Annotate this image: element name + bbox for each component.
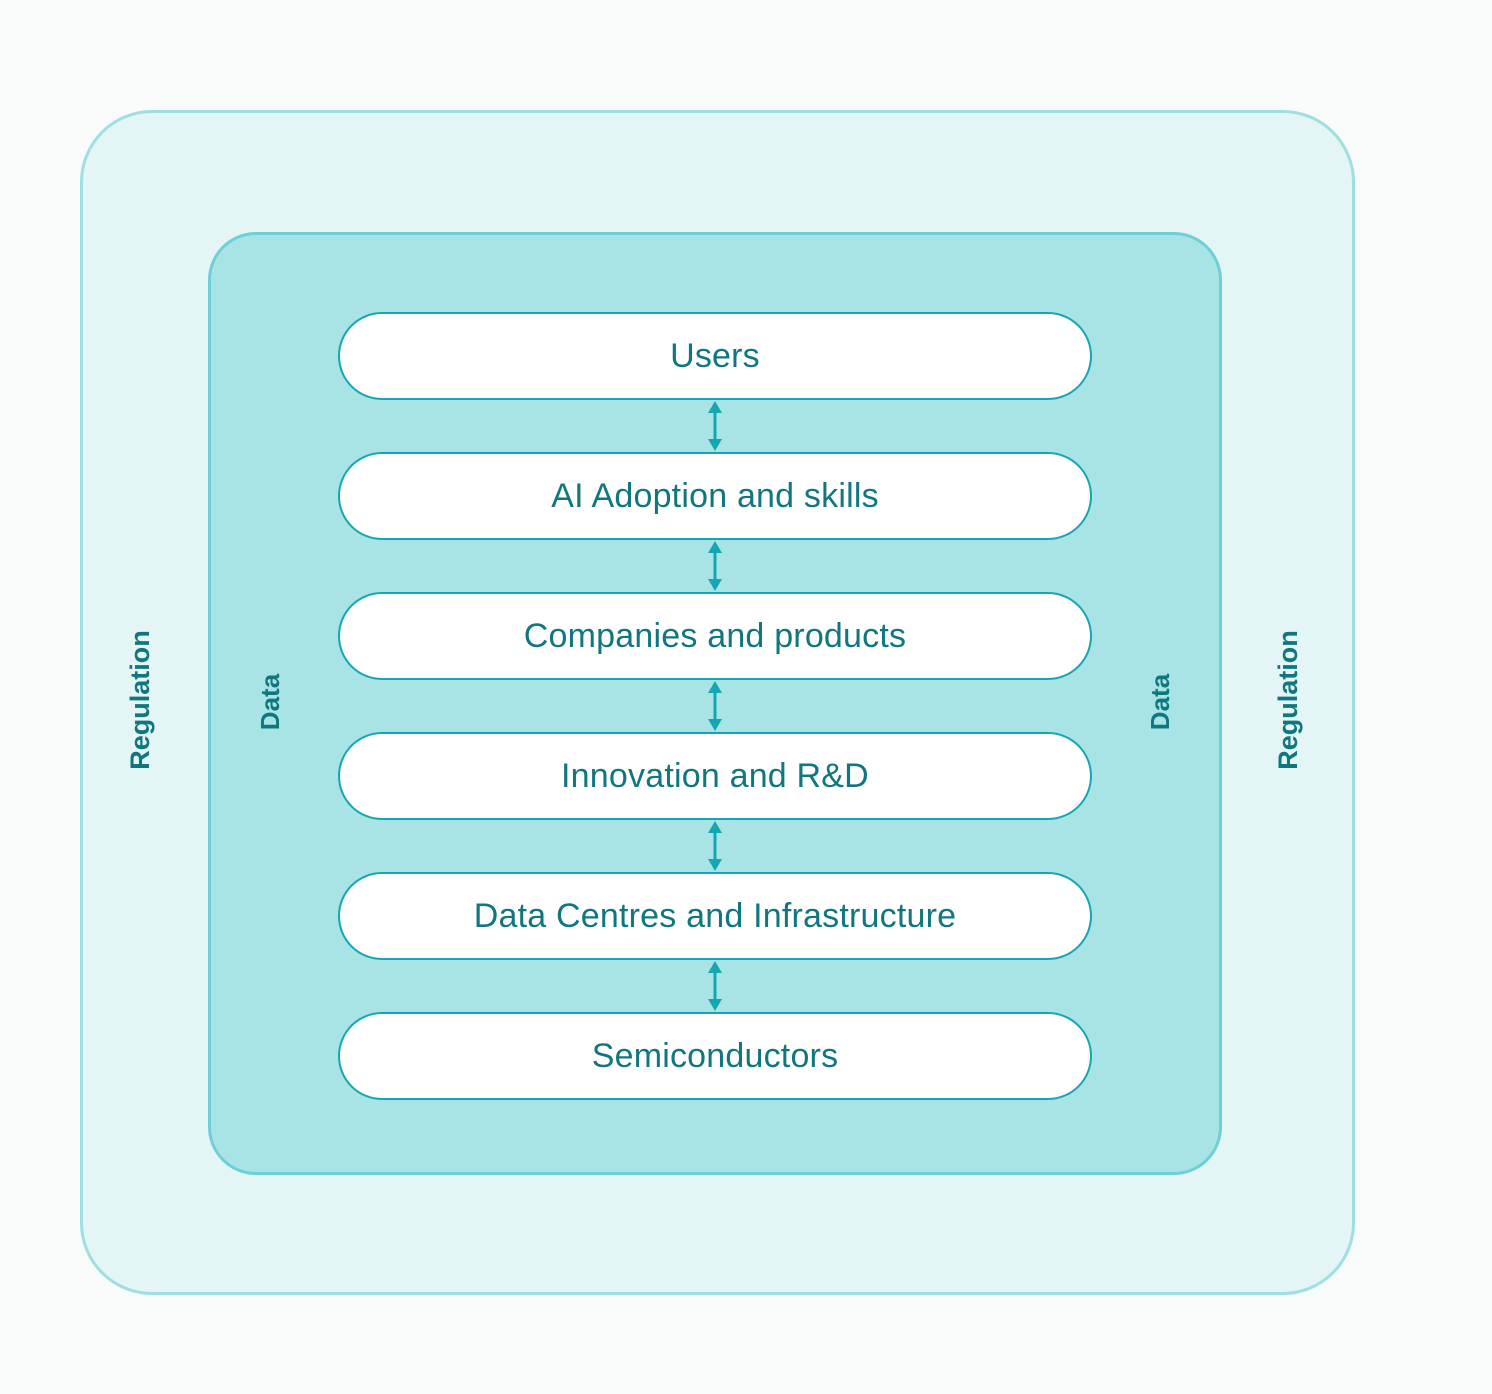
node-innovation-and-rd[interactable]: Innovation and R&D: [338, 732, 1092, 820]
node-companies-and-products[interactable]: Companies and products: [338, 592, 1092, 680]
regulation-label-left: Regulation: [125, 630, 155, 770]
node-semiconductors[interactable]: Semiconductors: [338, 1012, 1092, 1100]
connector-arrow-2: [338, 540, 1092, 592]
data-label-right: Data: [1145, 673, 1175, 731]
node-ai-adoption-and-skills[interactable]: AI Adoption and skills: [338, 452, 1092, 540]
connector-arrow-5: [338, 960, 1092, 1012]
connector-arrow-1: [338, 400, 1092, 452]
node-row: Innovation and R&D: [338, 732, 1092, 820]
connector-arrow-4: [338, 820, 1092, 872]
node-label: AI Adoption and skills: [551, 477, 879, 515]
node-row: Companies and products: [338, 592, 1092, 680]
node-label: Users: [670, 337, 760, 375]
data-label-left: Data: [255, 673, 285, 731]
connector-arrow-3: [338, 680, 1092, 732]
node-row: AI Adoption and skills: [338, 452, 1092, 540]
node-row: Semiconductors: [338, 1012, 1092, 1100]
node-data-centres-and-infrastructure[interactable]: Data Centres and Infrastructure: [338, 872, 1092, 960]
regulation-label-right: Regulation: [1273, 630, 1303, 770]
node-row: Users: [338, 312, 1092, 400]
node-label: Semiconductors: [591, 1037, 839, 1075]
node-label: Innovation and R&D: [561, 757, 869, 795]
node-label: Data Centres and Infrastructure: [473, 897, 957, 935]
node-row: Data Centres and Infrastructure: [338, 872, 1092, 960]
node-users[interactable]: Users: [338, 312, 1092, 400]
node-label: Companies and products: [523, 617, 907, 655]
node-stack: Users AI Adoption and skills C: [338, 312, 1092, 1100]
